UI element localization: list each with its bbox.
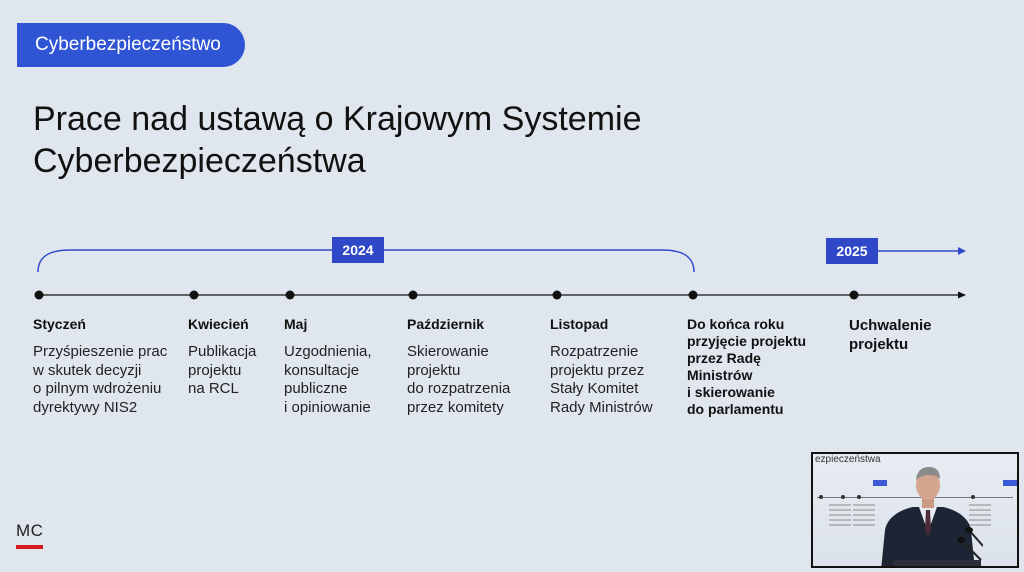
milestone-description: Do końca roku przyjęcie projektu przez R… [687,316,807,417]
video-slide-axis [817,497,1013,498]
milestone-description: Uzgodnienia, konsultacje publiczne i opi… [284,343,372,416]
axis-arrow-icon [958,291,966,299]
milestone-dot [849,290,859,300]
milestone-month: Listopad [550,316,609,332]
video-slide-tag [1003,480,1017,486]
milestone-dot [408,290,418,300]
video-slide-text [829,504,851,526]
speaker-video: ezpieczeństwa [811,452,1019,568]
video-slide-dot [819,495,823,499]
speaker-figure [881,467,983,566]
video-slide-text [969,504,991,526]
milestone-description: Przyśpieszenie prac w skutek decyzji o p… [33,343,168,416]
year-tag-2025: 2025 [826,238,878,264]
year-tag-2024: 2024 [332,237,384,263]
video-slide-tag [873,480,887,486]
milestone-month: Kwiecień [188,316,249,332]
video-slide-title: ezpieczeństwa [815,454,881,465]
video-slide-dot [841,495,845,499]
milestone-dot [285,290,295,300]
milestone-description: Uchwalenie projektu [849,317,932,353]
milestone-month: Maj [284,316,308,332]
milestone-description: Rozpatrzenie projektu przez Stały Komite… [550,343,653,416]
milestone-description: Skierowanie projektu do rozpatrzenia prz… [407,343,511,416]
milestone-dot [552,290,562,300]
logo-underline [16,545,43,549]
video-slide-dot [857,495,861,499]
milestone-month: Styczeń [33,316,86,332]
page-title: Prace nad ustawą o Krajowym Systemie Cyb… [33,100,642,180]
arrow-head-icon [958,247,966,255]
mc-logo: MC [16,521,44,540]
milestone-dot [688,290,698,300]
milestone-dot [189,290,199,300]
milestone-dot [34,290,44,300]
milestone-month: Październik [407,316,485,332]
video-slide-dot [971,495,975,499]
video-slide-text [853,504,875,526]
milestone-description: Publikacja projektu na RCL [188,343,257,397]
section-badge: Cyberbezpieczeństwo [17,23,245,67]
